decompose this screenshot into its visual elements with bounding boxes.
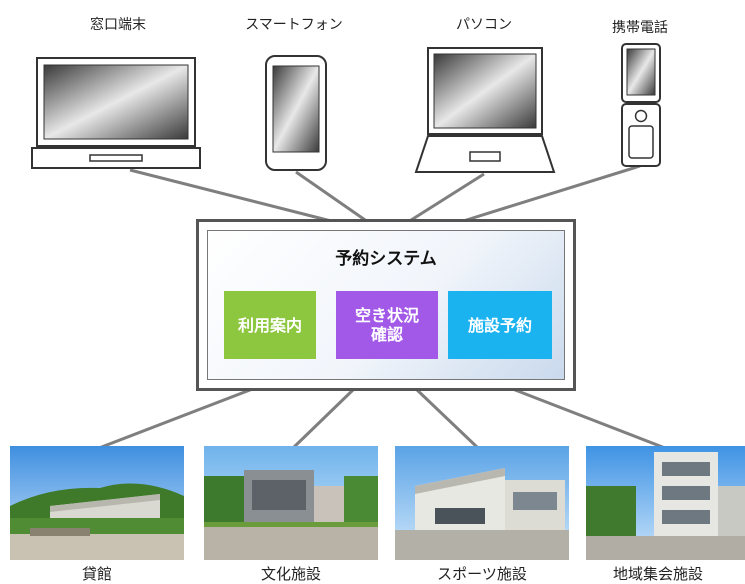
connector-rental-hall [98,386,256,450]
reservation-system: 予約システム 利用案内 空き状況 確認 施設予約 [196,219,576,391]
window-terminal-label: 窓口端末 [90,17,146,33]
availability-check-label: 空き状況 確認 [354,306,419,344]
facility-reservation-box: 施設予約 [448,291,552,359]
rental-hall-photo [10,446,184,560]
community-facility-label: 地域集会施設 [612,565,703,583]
connector-sports-facility [413,386,480,450]
smartphone-icon [265,55,327,171]
cultural-facility-photo [204,446,378,560]
reservation-system-panel: 予約システム 利用案内 空き状況 確認 施設予約 [207,230,565,380]
usage-guide-box: 利用案内 [224,291,316,359]
sports-facility-photo [395,446,569,560]
connector-window-terminal [129,168,336,224]
monitor-icon [31,57,201,169]
smartphone-label: スマートフォン [245,17,343,33]
connector-mobile-phone [459,164,641,224]
pc-label: パソコン [456,17,512,33]
connector-cultural-facility [291,386,357,450]
community-facility-photo [586,446,745,560]
mobile-phone-icon [621,43,661,167]
usage-guide-label: 利用案内 [237,315,302,335]
mobile-phone-label: 携帯電話 [612,20,668,36]
connector-smartphone [295,170,369,224]
rental-hall-label: 貸館 [81,565,112,583]
connector-community-facility [509,386,666,450]
connector-pc [407,172,485,224]
laptop-icon [414,47,556,173]
reservation-system-title: 予約システム [335,249,437,269]
facility-reservation-label: 施設予約 [467,315,532,335]
sports-facility-label: スポーツ施設 [437,565,527,583]
cultural-facility-label: 文化施設 [260,565,321,583]
availability-check-box: 空き状況 確認 [336,291,438,359]
